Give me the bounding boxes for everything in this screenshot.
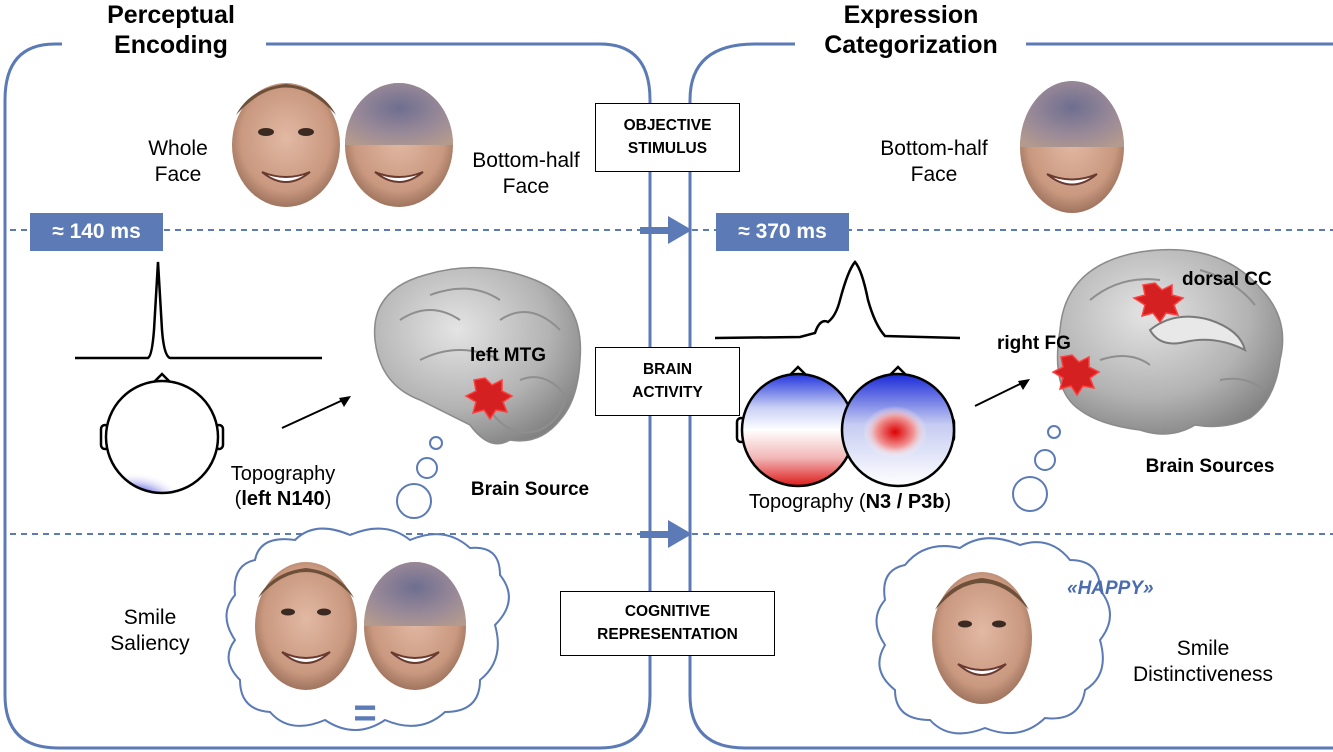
brain-lateral-image [373,266,582,445]
right-panel-title: Expression Categorization [796,0,1026,60]
arrow-to-brain-icon [281,396,351,429]
happy-text: «HAPPY» [1067,578,1154,599]
dorsal-cc-text: dorsal CC [1182,269,1272,290]
thought-bubble-left-icon [396,436,443,519]
topography-right-close: ) [944,491,952,513]
smile-distinctiveness-label: Smile Distinctiveness [1118,636,1288,689]
smile-saliency-label: Smile Saliency [80,605,220,658]
time-badge-370ms: ≈ 370 ms [716,213,849,251]
scalp-topography-p3b [840,365,956,488]
scalp-topography-n3 [735,365,856,488]
cognitive-line1: COGNITIVE [624,603,711,621]
time-badge-left-text: ≈ 140 ms [52,220,141,243]
smile-distinctiveness-line1: Smile [1176,637,1230,660]
equals-sign: = [340,688,390,738]
smiling-face-right [932,572,1032,704]
activation-dorsal-cc [1132,282,1185,324]
bottom-half-face-label-right: Bottom-half Face [868,136,1000,189]
region-label-left-mtg: left MTG [470,344,570,368]
right-title-line1: Expression [843,1,979,29]
brain-sources-text: Brain Sources [1145,456,1275,477]
cognitive-representation-box: COGNITIVE REPRESENTATION [560,591,775,656]
topography-left-line1: Topography [230,463,336,485]
whole-face-label-line2: Face [154,163,202,187]
region-label-dorsal-cc: dorsal CC [1182,268,1302,292]
stimulus-line1: OBJECTIVE [623,117,712,135]
smile-saliency-line1: Smile [123,606,177,629]
smile-distinctiveness-line2: Distinctiveness [1132,663,1274,687]
happy-label: «HAPPY» [1067,578,1154,600]
left-title-line1: Perceptual [107,1,235,29]
bottom-half-face-image [345,83,453,207]
equals-text: = [353,691,377,735]
brain-sources-label: Brain Sources [1125,455,1295,479]
time-badge-140ms: ≈ 140 ms [30,213,163,251]
topography-right-bold: N3 / P3b [865,491,945,513]
stimulus-line2: STIMULUS [627,139,708,157]
arrow-to-brain-icon [974,379,1030,407]
brain-source-text: Brain Source [470,479,590,500]
right-face-label-line1: Bottom-half [880,137,988,160]
bottom-half-label-line1: Bottom-half [472,149,580,172]
activation-left-mtg [464,377,514,421]
bottom-half-face-right [1020,81,1124,213]
smile-saliency-line2: Saliency [110,632,190,656]
left-panel-frame [3,42,652,750]
topography-left-close: ) [324,488,332,510]
smiling-half-face-left [364,562,466,690]
left-panel-title: Perceptual Encoding [76,0,266,60]
topography-right-prefix: Topography ( [748,491,866,513]
topography-left-open: ( [234,488,242,510]
whole-face-image [232,83,340,207]
brain-source-label: Brain Source [455,478,605,502]
right-title-line2: Categorization [824,31,998,59]
whole-face-label: Whole Face [130,136,226,189]
topography-label-left: Topography (left N140) [208,462,358,512]
left-title-line2: Encoding [114,31,228,59]
right-panel-frame [688,42,1333,750]
bottom-half-label-line2: Face [502,175,550,199]
brain-medial-image [1056,248,1284,435]
smiling-face-left [255,562,357,690]
whole-face-label-line1: Whole [148,137,208,160]
right-face-label-line2: Face [910,163,958,187]
objective-stimulus-box: OBJECTIVE STIMULUS [595,103,740,172]
erp-waveform-left [75,261,322,360]
arrow-right-icon [640,520,692,548]
arrow-right-icon [640,216,692,244]
topography-left-bold: left N140 [241,488,325,510]
thought-bubble-right-icon [1012,425,1061,512]
erp-waveform-right [714,260,961,340]
region-label-right-fg: right FG [997,332,1097,356]
right-fg-text: right FG [997,333,1071,354]
bottom-half-face-label-left: Bottom-half Face [460,148,592,201]
activation-right-fg [1051,354,1101,397]
scalp-topography-left [99,372,225,495]
left-mtg-text: left MTG [470,345,546,366]
brain-line2: ACTIVITY [632,383,703,401]
time-badge-right-text: ≈ 370 ms [738,220,827,243]
cognitive-line2: REPRESENTATION [597,625,738,643]
brain-activity-box: BRAIN ACTIVITY [595,347,740,416]
topography-label-right: Topography (N3 / P3b) [720,490,980,515]
brain-line1: BRAIN [642,361,693,379]
